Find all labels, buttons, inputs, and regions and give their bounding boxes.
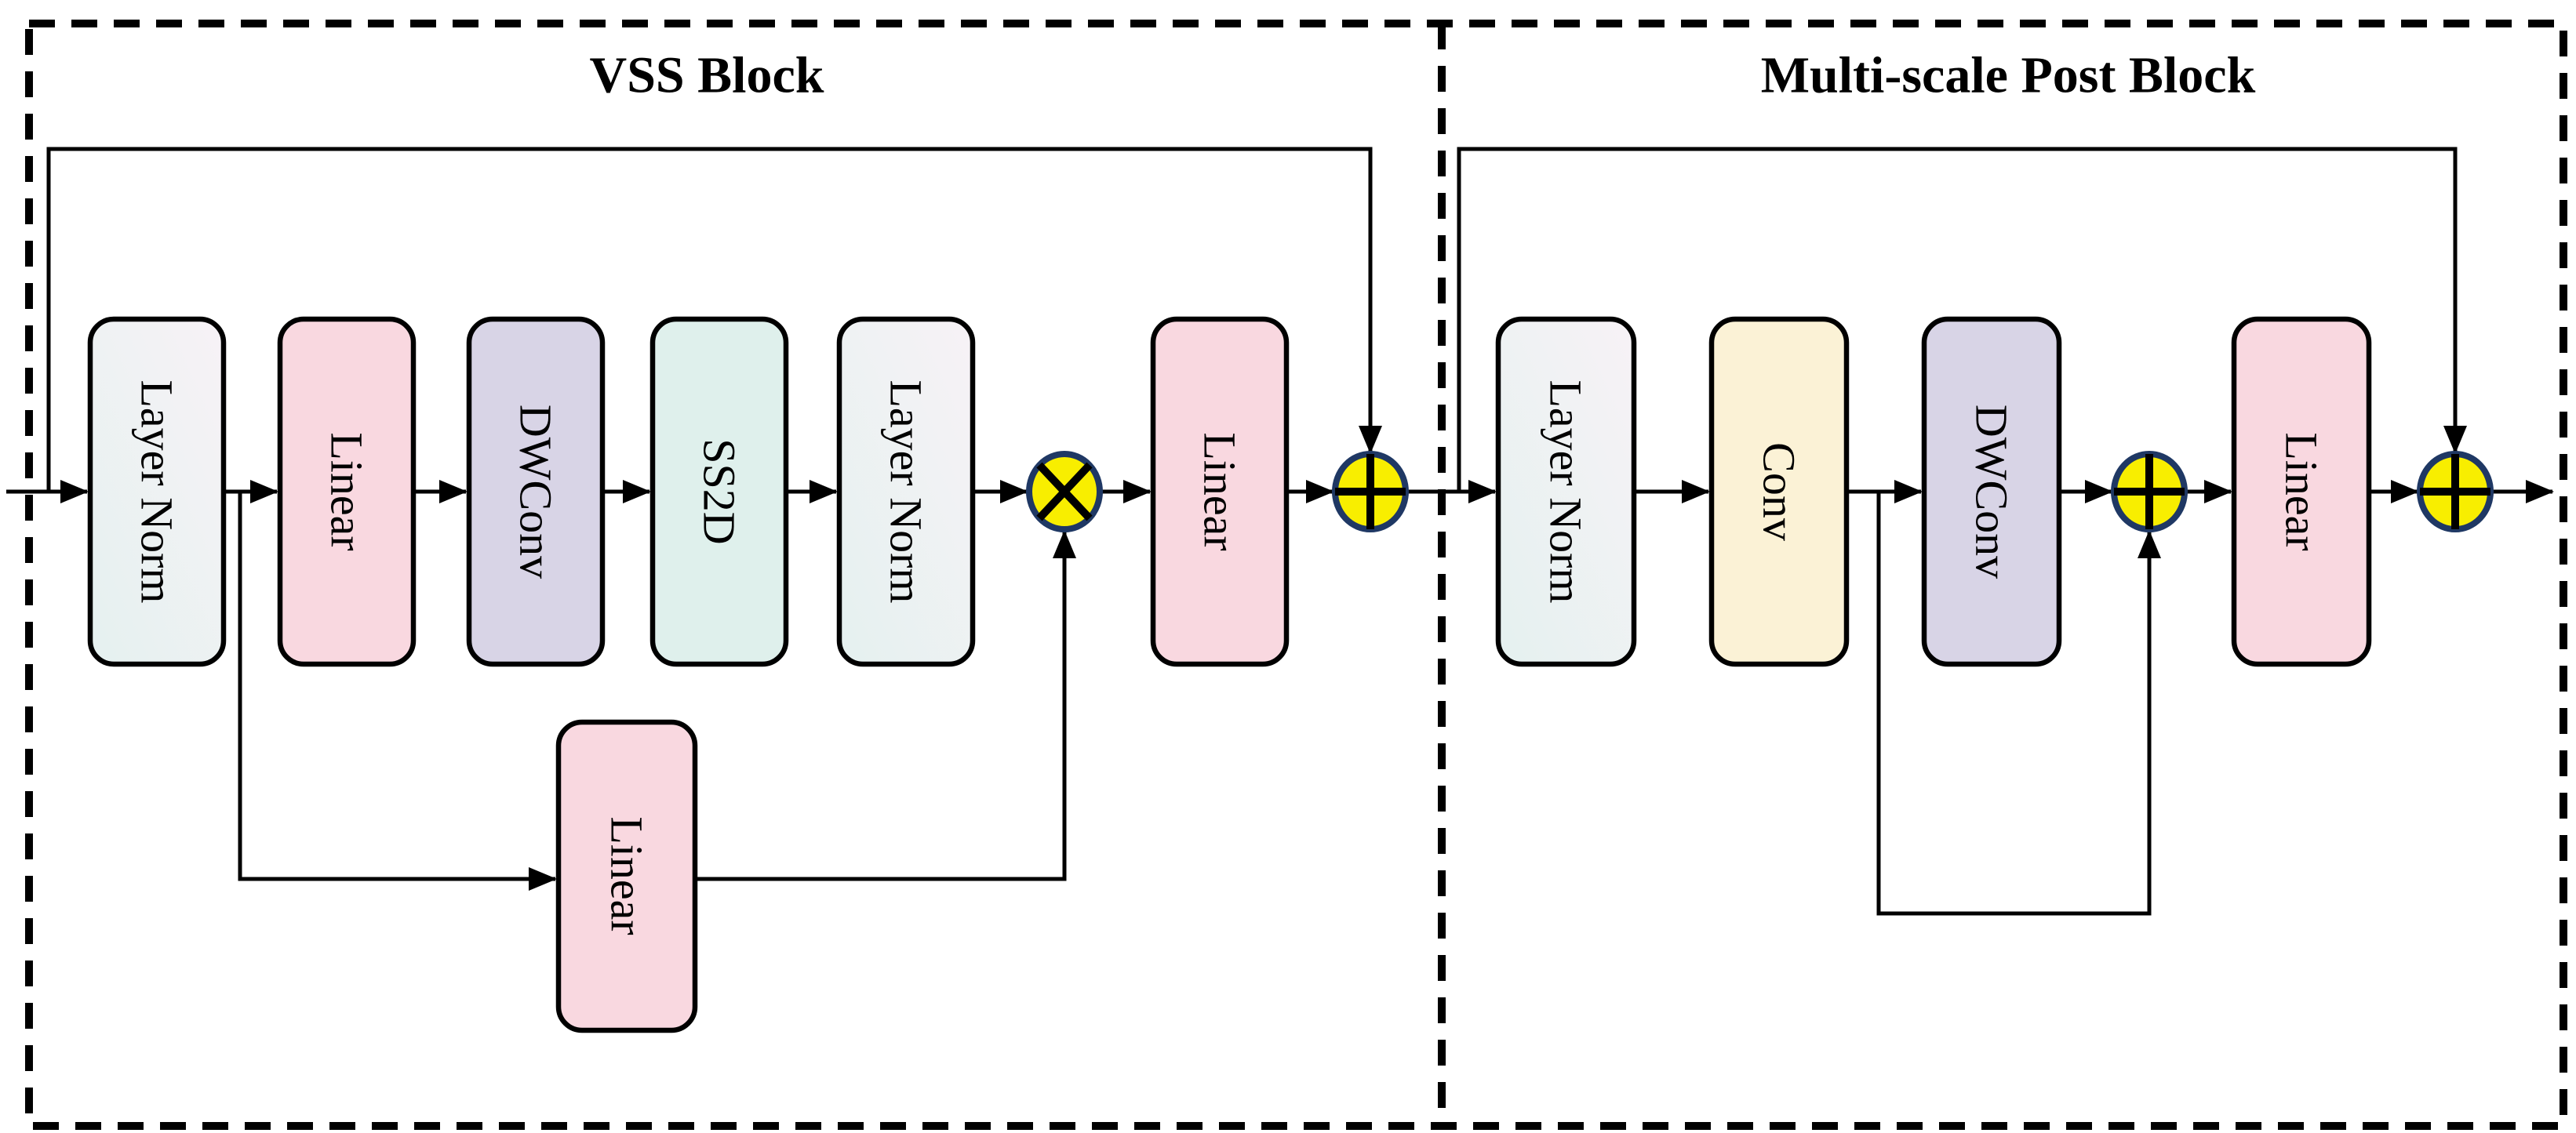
vss-gate-linear-label: Linear: [602, 816, 653, 935]
vss-dwconv-label: DWConv: [511, 405, 562, 579]
post-dwconv-box: [1921, 316, 2062, 667]
post-add-op-2-icon: [2417, 451, 2494, 532]
vss-layer-norm-2-box: [836, 316, 976, 667]
vss-linear-2-box: [1150, 316, 1290, 667]
vss-ss2d-box: [649, 316, 789, 667]
post-layer-norm-label: Layer Norm: [1541, 379, 1592, 603]
post-conv-box: [1708, 316, 1850, 667]
vss-block-title: VSS Block: [590, 47, 824, 104]
post-linear-box: [2231, 316, 2372, 667]
post-conv-skip-branch-line: [1876, 492, 2161, 916]
vss-linear-1-box: [277, 316, 417, 667]
post-add-op-1-icon: [2111, 451, 2188, 532]
post-linear-label: Linear: [2276, 432, 2327, 550]
post-conv-label: Conv: [1754, 442, 1805, 541]
vss-gate-branch-line-out: [695, 530, 1076, 881]
vss-layer-norm-1-box: [87, 316, 227, 667]
vss-gate-branch-line-in: [238, 492, 557, 891]
vss-add-op-icon: [1332, 451, 1409, 532]
vss-layer-norm-1-label: Layer Norm: [132, 379, 183, 603]
vss-residual-skip-line: [46, 147, 1382, 492]
vss-gate-linear-box: [555, 719, 698, 1033]
vss-linear-1-label: Linear: [322, 432, 373, 550]
post-dwconv-label: DWConv: [1967, 405, 2018, 579]
post-residual-skip-line: [1457, 147, 2467, 492]
vss-ss2d-label: SS2D: [694, 438, 745, 544]
post-layer-norm-box: [1495, 316, 1637, 667]
vss-linear-2-label: Linear: [1195, 432, 1246, 550]
multiscale-post-block-title: Multi-scale Post Block: [1761, 47, 2256, 104]
vss-dwconv-box: [466, 316, 606, 667]
multiply-op-icon: [1026, 451, 1103, 532]
vss-layer-norm-2-label: Layer Norm: [881, 379, 932, 603]
